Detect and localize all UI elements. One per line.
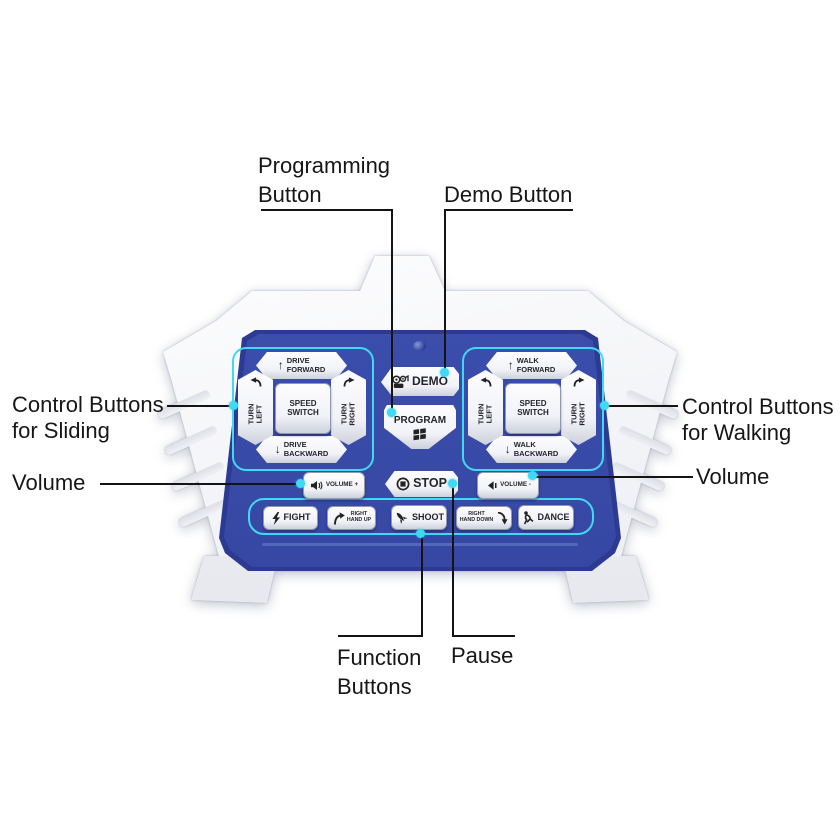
faceplate-bevel-line [262, 543, 578, 546]
dance-button[interactable]: DANCE [518, 505, 574, 530]
walk-forward-button[interactable]: ↑ WALK FORWARD [486, 352, 577, 379]
speed-switch-button-sliding[interactable]: SPEED SWITCH [275, 383, 331, 434]
walk-backward-button[interactable]: ↓ WALK BACKWARD [486, 436, 577, 463]
callout-line-walking [605, 405, 678, 407]
marker-dot-walking [600, 401, 609, 410]
drive-backward-button[interactable]: ↓ DRIVE BACKWARD [256, 436, 347, 463]
stop-button[interactable]: STOP [385, 471, 458, 497]
callout-walking: Control Buttons for Walking [682, 394, 834, 445]
callout-line-pause [452, 635, 515, 637]
marker-dot-sliding [229, 401, 238, 410]
marker-dot-volume-right [528, 471, 537, 480]
hand-up-arrow-icon [333, 511, 345, 525]
curved-right-arrow-icon [573, 377, 584, 387]
curved-left-arrow-icon [250, 377, 261, 387]
callout-line-demo [444, 209, 446, 373]
marker-dot-volume-left [296, 479, 305, 488]
marker-dot-pause [448, 479, 457, 488]
shoot-button[interactable]: SHOOT [391, 505, 447, 530]
callout-volume-right: Volume [696, 464, 770, 489]
drive-forward-button[interactable]: ↑ DRIVE FORWARD [256, 352, 347, 379]
volume-plus-button[interactable]: VOLUME + [303, 472, 365, 499]
windows-flag-icon [413, 428, 426, 441]
dancer-icon [524, 510, 535, 524]
callout-line-function [338, 635, 423, 637]
rocket-icon [396, 512, 408, 524]
marker-dot-function [416, 529, 425, 538]
callout-line-function [421, 533, 423, 637]
marker-dot-demo [440, 368, 449, 377]
down-arrow-icon: ↓ [274, 442, 281, 457]
callout-demo: Demo Button [444, 182, 573, 207]
callout-programming: Programming Button [258, 153, 391, 207]
demo-button[interactable]: DEMO [381, 367, 459, 396]
right-hand-up-button[interactable]: RIGHT HAND UP [327, 506, 376, 530]
marker-dot-program [387, 408, 396, 417]
stop-record-icon [396, 477, 410, 491]
turn-left-button-walking[interactable]: TURN LEFT [468, 370, 503, 445]
film-camera-icon [392, 374, 409, 388]
right-hand-down-button[interactable]: RIGHT HAND DOWN [456, 506, 512, 530]
curved-left-arrow-icon [480, 377, 491, 387]
curved-right-arrow-icon [343, 377, 354, 387]
hand-down-arrow-icon [498, 511, 508, 525]
callout-line-volume-left [100, 483, 301, 485]
up-arrow-icon: ↑ [507, 358, 514, 373]
callout-line-programming [391, 209, 393, 413]
callout-sliding: Control Buttons for Sliding [12, 392, 164, 443]
callout-function: Function Buttons [337, 645, 422, 699]
callout-line-volume-right [532, 476, 693, 478]
callout-pause: Pause [451, 643, 514, 668]
callout-line-programming [261, 209, 393, 211]
turn-left-button-sliding[interactable]: TURN LEFT [238, 370, 273, 445]
callout-line-pause [452, 487, 454, 637]
turn-right-button-sliding[interactable]: TURN RIGHT [331, 370, 366, 445]
down-arrow-icon: ↓ [504, 442, 511, 457]
callout-volume-left: Volume [12, 470, 86, 495]
callout-line-demo [445, 209, 573, 211]
callout-line-sliding [167, 405, 233, 407]
led-indicator [413, 341, 426, 351]
turn-right-button-walking[interactable]: TURN RIGHT [561, 370, 596, 445]
speed-switch-button-walking[interactable]: SPEED SWITCH [505, 383, 561, 434]
lightning-icon [271, 511, 280, 525]
speaker-plus-icon [310, 481, 323, 490]
fight-button[interactable]: FIGHT [263, 506, 318, 530]
speaker-minus-icon [488, 481, 497, 490]
up-arrow-icon: ↑ [277, 358, 284, 373]
volume-minus-button[interactable]: VOLUME - [477, 472, 539, 499]
